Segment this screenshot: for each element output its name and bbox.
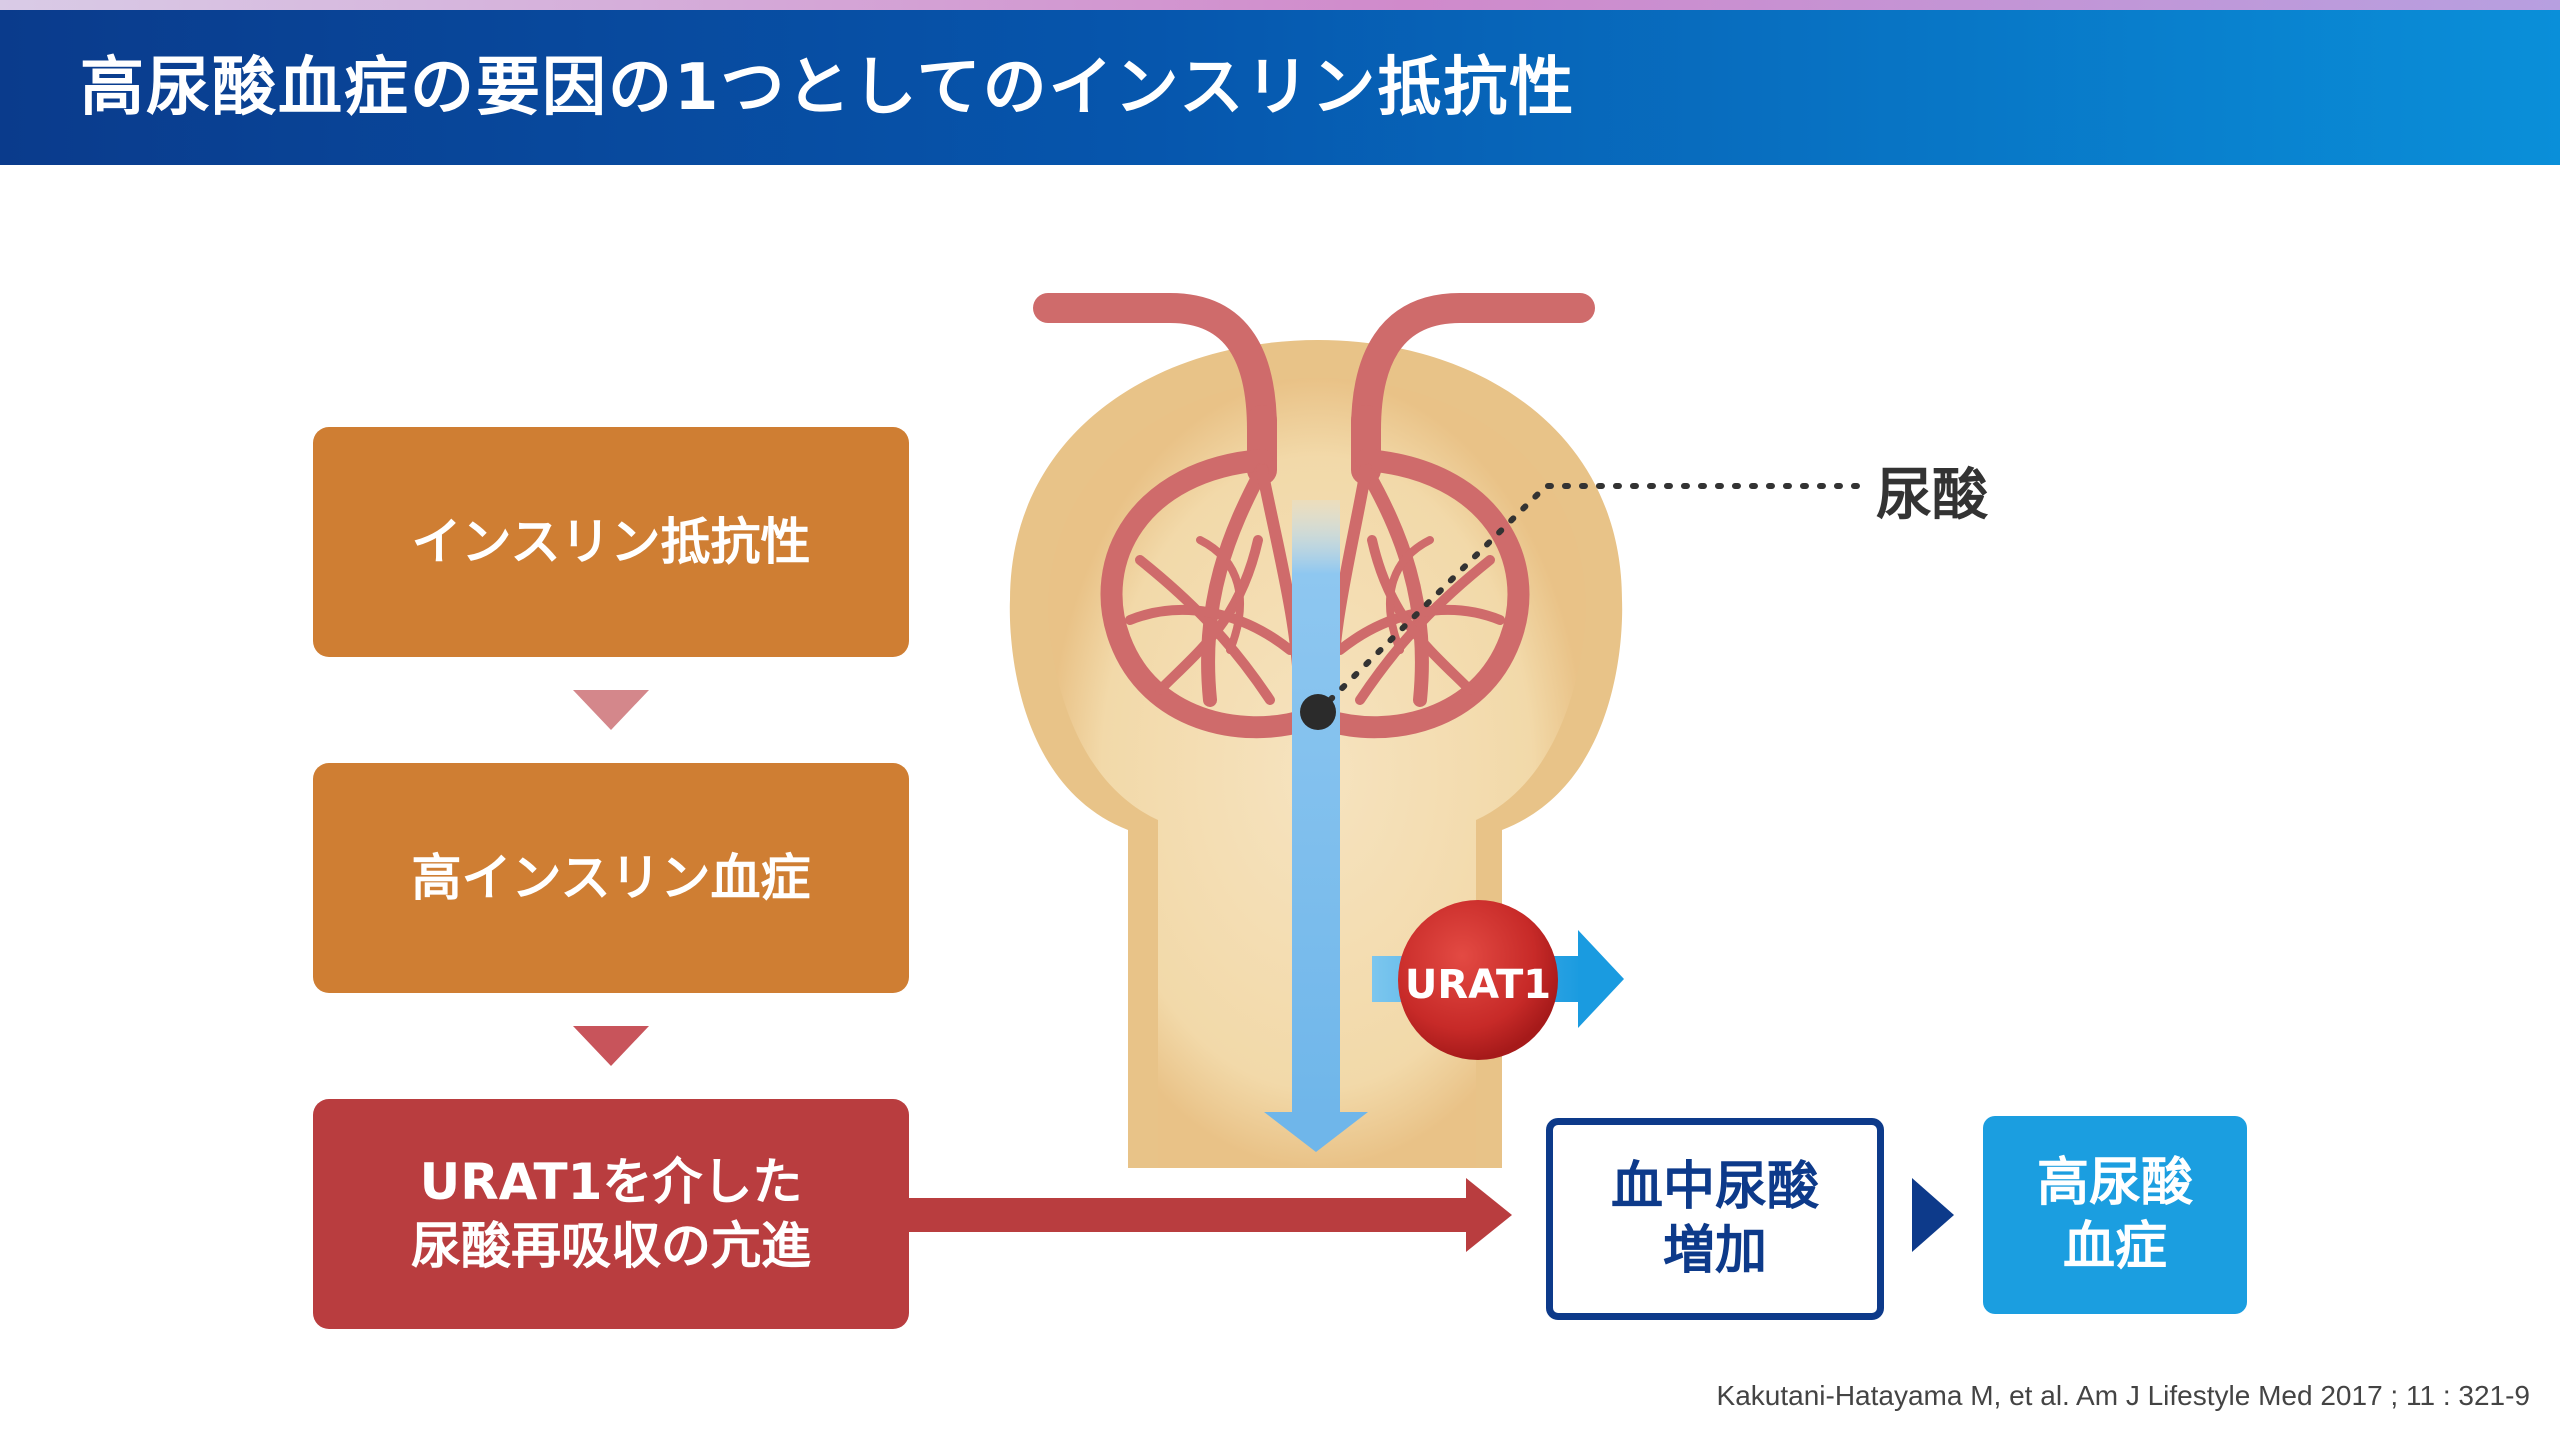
- flow-arrow-to-outcome: [909, 1178, 1512, 1252]
- flow-step-urat1-reabsorption: URAT1を介した 尿酸再吸収の亢進: [313, 1099, 909, 1329]
- flow-step-hyperinsulinemia: 高インスリン血症: [313, 763, 909, 993]
- hyperuricemia-line2: 血症: [2062, 1217, 2167, 1277]
- uric-acid-pointer: [1300, 483, 1865, 730]
- flow-step-2-label: 高インスリン血症: [411, 849, 811, 907]
- blood-uric-line2: 増加: [1662, 1221, 1767, 1281]
- outcome-arrow: [1912, 1178, 1954, 1252]
- hyperuricemia-line1: 高尿酸: [2036, 1153, 2193, 1213]
- blood-uric-line1: 血中尿酸: [1610, 1157, 1819, 1217]
- flow-step-3-line2: 尿酸再吸収の亢進: [411, 1217, 811, 1275]
- citation: Kakutani-Hatayama M, et al. Am J Lifesty…: [1716, 1380, 2530, 1411]
- down-arrow-2: [573, 1026, 649, 1066]
- uric-acid-dot: [1300, 694, 1336, 730]
- flow-step-insulin-resistance: インスリン抵抗性: [313, 427, 909, 657]
- flow-step-3-line1: URAT1を介した: [419, 1153, 803, 1211]
- top-accent-line: [0, 0, 2560, 10]
- glomerulus-vessels: [1033, 293, 1595, 739]
- tubule-flow-arrow: [1264, 500, 1368, 1152]
- hyperuricemia-box: 高尿酸 血症: [1983, 1116, 2247, 1314]
- flow-step-1-label: インスリン抵抗性: [411, 513, 811, 571]
- urat1-label: URAT1: [1405, 962, 1551, 1008]
- urat1-transporter: URAT1: [1398, 900, 1558, 1060]
- down-arrow-1: [573, 690, 649, 730]
- header-bar: 高尿酸血症の要因の1つとしてのインスリン抵抗性: [0, 10, 2560, 165]
- blood-uric-acid-increase-box: 血中尿酸 増加: [1546, 1118, 1884, 1320]
- uric-acid-label: 尿酸: [1876, 463, 1988, 528]
- page-title: 高尿酸血症の要因の1つとしてのインスリン抵抗性: [80, 51, 1576, 125]
